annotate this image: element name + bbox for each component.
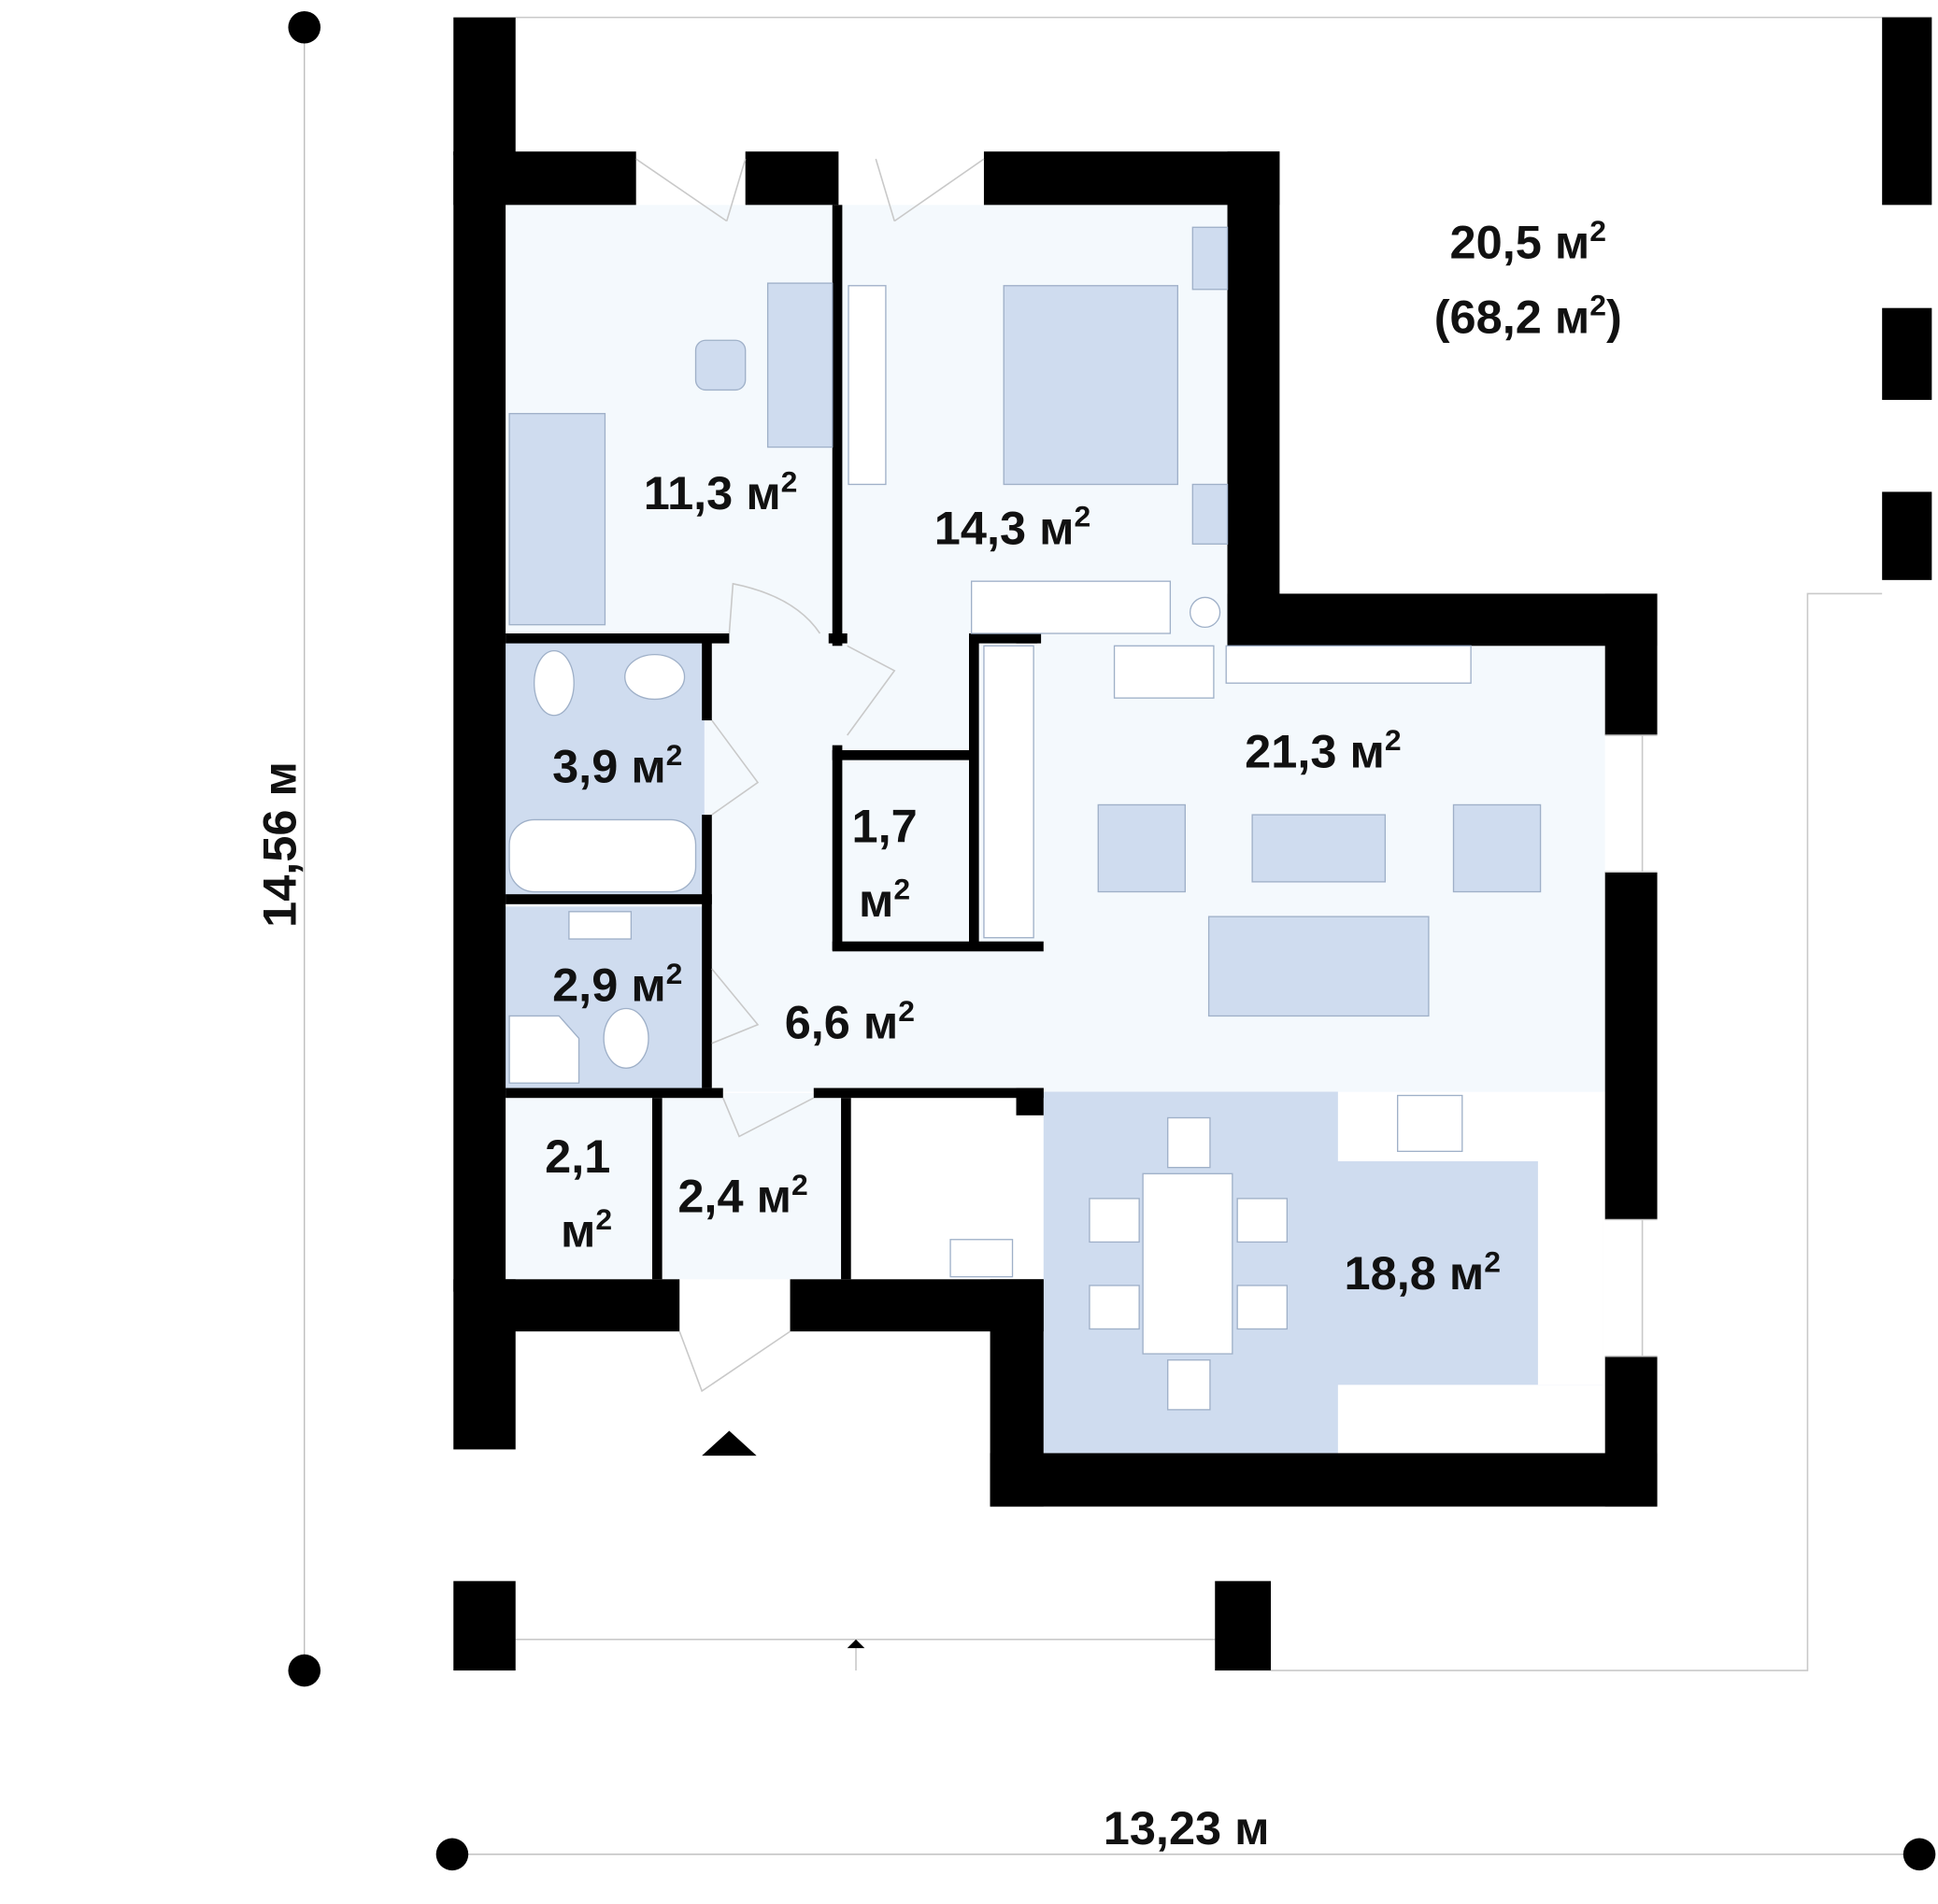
label-terrace: 20,5 м2 bbox=[1450, 214, 1606, 269]
fireplace-icon bbox=[1113, 645, 1215, 699]
double-bed-icon bbox=[1003, 285, 1179, 486]
porch-arrow-icon bbox=[847, 1639, 865, 1649]
boiler-icon bbox=[1189, 596, 1221, 629]
dimension-lines: 14,56 м 13,23 м bbox=[252, 10, 1936, 1871]
label-office: 11,3 м2 bbox=[644, 464, 798, 519]
doors bbox=[635, 158, 1658, 1393]
wardrobe-icon bbox=[848, 285, 887, 486]
label-bedroom: 14,3 м2 bbox=[934, 500, 1090, 555]
armchair-icon bbox=[1452, 803, 1542, 893]
label-wc: 2,9 м2 bbox=[552, 957, 682, 1012]
chair-icon bbox=[1236, 1198, 1289, 1243]
wardrobe-icon bbox=[983, 645, 1034, 939]
bed-icon bbox=[508, 413, 606, 626]
sofa-icon bbox=[1207, 916, 1430, 1017]
chair-icon bbox=[1089, 1198, 1140, 1243]
furniture bbox=[508, 226, 1542, 1411]
label-closet-unit: м2 bbox=[859, 873, 910, 928]
armchair-icon bbox=[1097, 803, 1186, 893]
cooktop-icon bbox=[1397, 1094, 1463, 1153]
label-storage-unit: м2 bbox=[561, 1202, 612, 1257]
entrance-arrow-icon bbox=[702, 1430, 757, 1456]
label-closet: 1,7 bbox=[851, 799, 917, 852]
label-vestibule: 2,4 м2 bbox=[677, 1168, 807, 1223]
chair-icon bbox=[1236, 1285, 1289, 1330]
tv-console-icon bbox=[1225, 645, 1472, 684]
room-labels: 20,5 м2 (68,2 м2) 11,3 м2 14,3 м2 21,3 м… bbox=[545, 214, 1622, 1300]
toilet-icon bbox=[603, 1007, 649, 1069]
toilet-icon bbox=[534, 649, 575, 717]
terrace-outline bbox=[515, 16, 1932, 1671]
nightstand-icon bbox=[1191, 226, 1229, 291]
walls bbox=[453, 17, 1932, 1671]
bathtub-icon bbox=[508, 818, 697, 893]
coffee-table-icon bbox=[1251, 814, 1387, 883]
boiler-icon bbox=[949, 1239, 1014, 1278]
label-living: 21,3 м2 bbox=[1245, 723, 1401, 778]
chair-icon bbox=[1089, 1285, 1140, 1330]
shower-icon bbox=[508, 1015, 580, 1084]
height-dimension: 14,56 м bbox=[252, 761, 306, 928]
nightstand-icon bbox=[1191, 483, 1229, 545]
chair-icon bbox=[1167, 1116, 1211, 1169]
label-storage: 2,1 bbox=[545, 1130, 610, 1183]
wardrobe-icon bbox=[970, 580, 1172, 634]
sink-icon bbox=[624, 653, 686, 701]
dining-table-icon bbox=[1142, 1172, 1233, 1355]
label-hall: 6,6 м2 bbox=[785, 994, 915, 1049]
chair-icon bbox=[694, 339, 747, 391]
label-bathroom: 3,9 м2 bbox=[552, 738, 682, 793]
width-dimension: 13,23 м bbox=[1104, 1801, 1270, 1854]
desk-icon bbox=[766, 282, 834, 448]
label-terrace-total: (68,2 м2) bbox=[1434, 289, 1622, 344]
chair-icon bbox=[1167, 1359, 1211, 1411]
sink-icon bbox=[568, 911, 633, 940]
label-kitchen-dining: 18,8 м2 bbox=[1345, 1244, 1501, 1300]
